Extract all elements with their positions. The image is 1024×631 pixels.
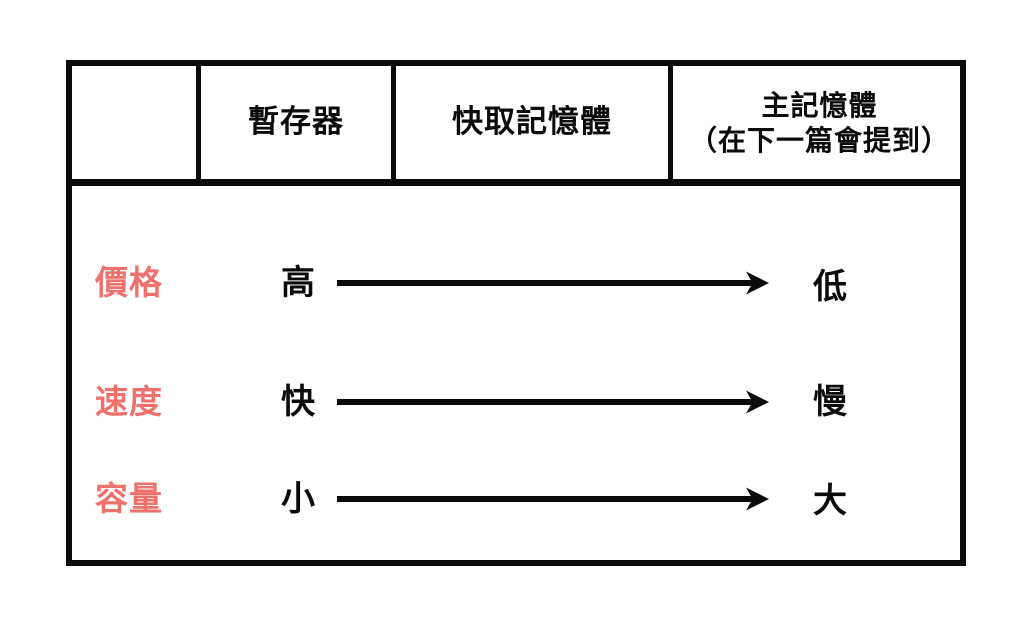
speed-right-value: 慢: [813, 383, 847, 421]
header-column-divider-1: [196, 60, 201, 186]
arrow-right-icon: [337, 271, 769, 295]
arrow-right-icon: [337, 390, 769, 414]
row-label-speed: 速度: [95, 383, 163, 420]
arrow-right-icon: [337, 487, 769, 511]
header-cell-cache: 快取記憶體: [396, 66, 668, 179]
header-label-register: 暫存器: [248, 104, 344, 140]
row-label-price: 價格: [95, 264, 163, 301]
header-column-divider-2: [391, 60, 396, 186]
header-label-main-memory: 主記憶體: [761, 89, 878, 121]
speed-left-value: 快: [281, 383, 315, 421]
capacity-right-value: 大: [813, 482, 847, 520]
table-outer-border: [66, 60, 966, 566]
capacity-left-value: 小: [281, 480, 315, 518]
header-bottom-border: [66, 179, 966, 186]
row-label-capacity: 容量: [95, 480, 163, 517]
header-label-cache: 快取記憶體: [452, 104, 612, 140]
header-cell-main-memory: 主記憶體 （在下一篇會提到）: [673, 66, 966, 179]
price-right-value: 低: [813, 268, 847, 306]
price-left-value: 高: [281, 264, 315, 302]
header-label-main-memory-note: （在下一篇會提到）: [688, 124, 950, 156]
header-cell-register: 暫存器: [201, 66, 391, 179]
header-column-divider-3: [668, 60, 673, 186]
